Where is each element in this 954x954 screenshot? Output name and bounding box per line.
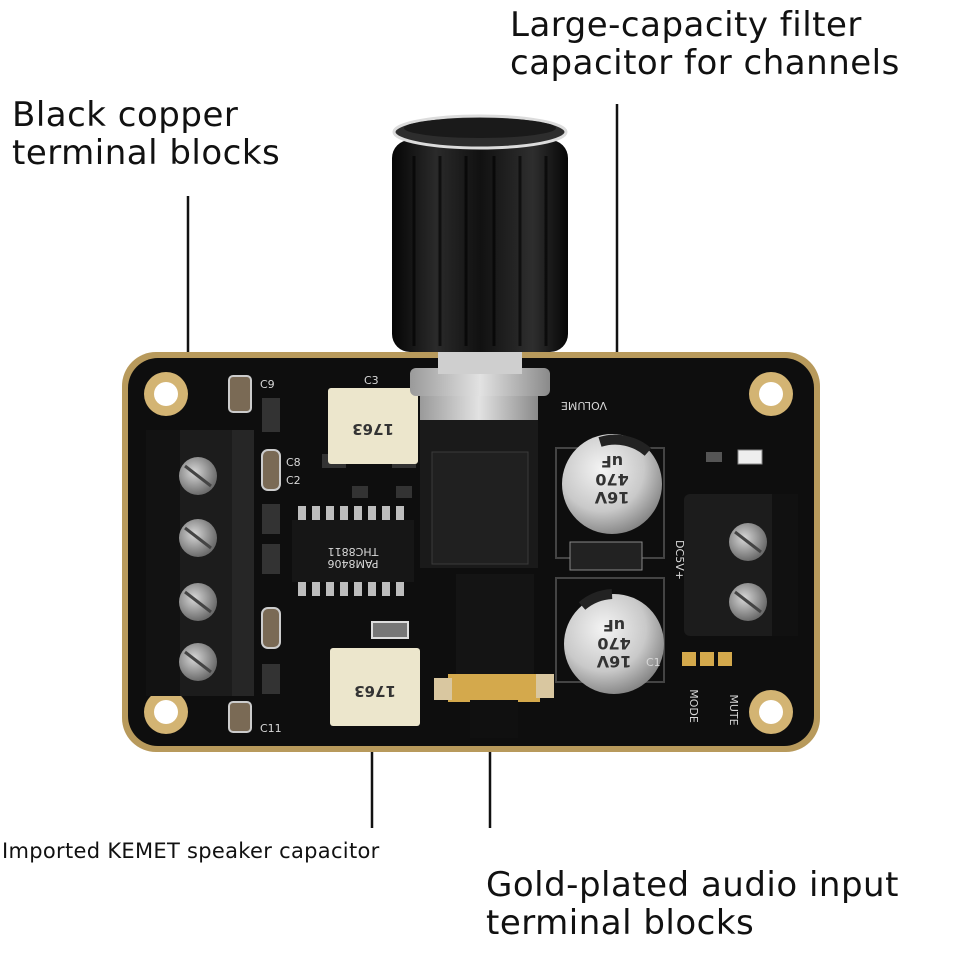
audio-input-jack (434, 574, 554, 738)
silk-power: DC5V+ (673, 540, 686, 580)
silk-volume: VOLUME (561, 399, 607, 412)
status-leds (706, 449, 763, 465)
silk-c2: C2 (286, 474, 301, 487)
elec-bottom-text: 16V470uF (596, 616, 631, 671)
filter-capacitor-bottom: 16V470uF C1 (555, 577, 665, 694)
chip-text-line2: THC8811 (328, 545, 380, 558)
filter-capacitor-label: Large-capacity filter capacitor for chan… (510, 5, 900, 84)
silk-mute: MUTE (727, 694, 740, 725)
smd-components: C9 C8 C2 C11 (228, 375, 416, 735)
silk-c8: C8 (286, 456, 301, 469)
audio-input-label: Gold-plated audio input terminal blocks (486, 865, 899, 944)
header-pins (682, 652, 732, 666)
volume-knob[interactable] (392, 114, 568, 352)
power-terminal-block (684, 494, 798, 636)
kemet-top-text: 1763 (352, 420, 394, 438)
chip-text-line1: PAM8406 (328, 557, 379, 570)
silk-mode: MODE (687, 689, 700, 723)
silk-c1-top: C3 (364, 374, 379, 387)
volume-potentiometer (410, 348, 550, 568)
kemet-capacitor-bottom: 1763 (330, 648, 420, 726)
speaker-terminal-block (146, 430, 254, 696)
kemet-capacitor-top: 1763 C3 (328, 374, 418, 464)
terminal-blocks-label: Black copper terminal blocks (12, 95, 281, 174)
silk-c11: C11 (260, 722, 282, 735)
kemet-capacitor-label: Imported KEMET speaker capacitor (2, 839, 380, 863)
silk-c9: C9 (260, 378, 275, 391)
mounting-holes (144, 372, 793, 734)
kemet-bottom-text: 1763 (354, 682, 396, 700)
silk-c1: C1 (646, 656, 661, 669)
diode-d1 (569, 541, 643, 571)
filter-capacitor-top: 16V470uF (555, 434, 665, 559)
elec-top-text: 16V470uF (594, 452, 629, 507)
amplifier-chip: THC8811 PAM8406 (292, 506, 414, 596)
